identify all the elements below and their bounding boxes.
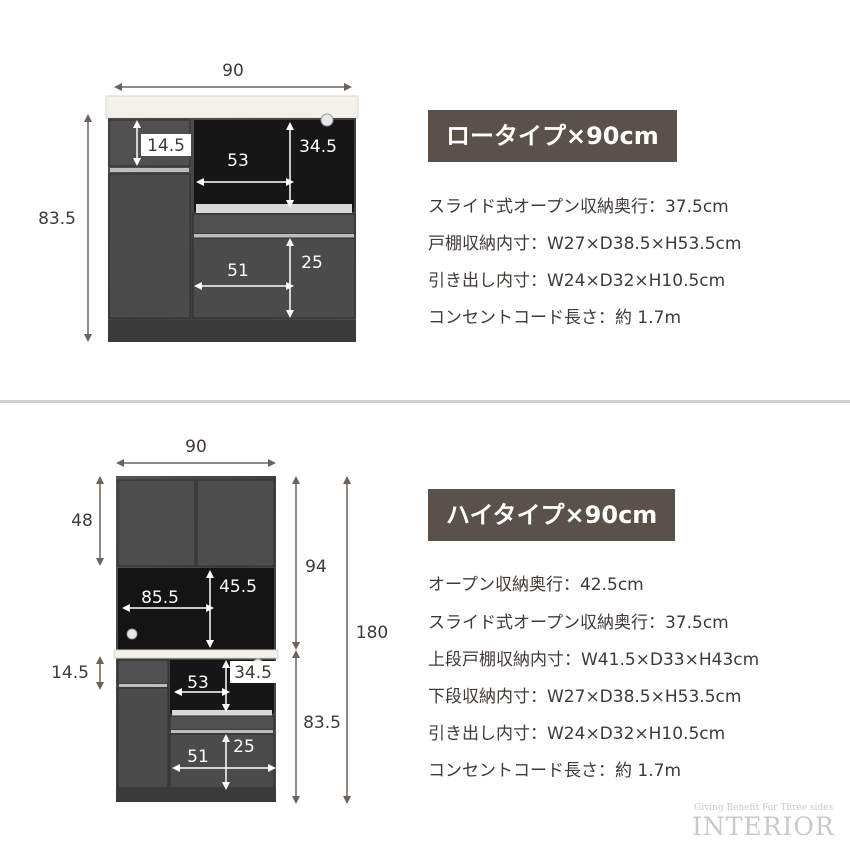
high-spec-2: スライド式オープン収納奥行：37.5cm [428, 613, 729, 633]
low-open-compartment [194, 120, 354, 212]
low-mid-drawer-handle [194, 234, 354, 238]
high-mid-label: 94 [305, 557, 327, 577]
high-s1-label: 14.5 [51, 663, 89, 683]
high-spec-1: オープン収納奥行：42.5cm [428, 575, 644, 595]
low-outlet [320, 113, 334, 127]
high-total-label: 180 [356, 623, 388, 643]
high-lower-label: 83.5 [303, 713, 341, 733]
high-spec-5: 引き出し内寸：W24×D32×H10.5cm [428, 724, 726, 744]
high-bottom-drawer [169, 733, 275, 789]
high-mid-drawer-handle [171, 730, 273, 733]
high-countertop [113, 649, 279, 659]
high-title: ハイタイプ×90cm [428, 489, 676, 541]
low-left-door [108, 173, 191, 319]
low-base [108, 320, 356, 342]
low-spec-3: 引き出し内寸：W24×D32×H10.5cm [428, 271, 726, 291]
low-cabinet [105, 95, 359, 342]
high-mid-drawer [169, 715, 275, 731]
low-width-label: 90 [222, 61, 244, 81]
low-spec-2: 戸棚収納内寸：W27×D38.5×H53.5cm [428, 234, 742, 254]
low-height-label: 83.5 [38, 209, 76, 229]
low-d5-label: 25 [301, 253, 323, 273]
high-left-door [117, 687, 169, 789]
low-mid-drawer [192, 213, 356, 235]
low-bottom-drawer [192, 237, 356, 319]
high-spec-3: 上段戸棚収納内寸：W41.5×D33×H43cm [428, 650, 760, 670]
high-d4-label-bg [230, 661, 276, 683]
high-upper-label: 48 [71, 511, 93, 531]
high-upper-door-right [196, 479, 275, 567]
high-base [116, 788, 276, 802]
high-small-drawer-handle [119, 684, 167, 687]
low-countertop [105, 95, 359, 119]
low-d1-label-bg [141, 134, 191, 156]
low-small-drawer-handle [110, 168, 189, 172]
high-d4-label: 34.5 [234, 663, 272, 683]
high-upper-door-left [117, 479, 196, 567]
high-d6-label: 25 [233, 737, 255, 757]
high-spec-6: コンセントコード長さ：約 1.7m [428, 761, 681, 781]
low-slide-shelf [196, 204, 352, 213]
high-outlet [126, 628, 138, 640]
high-width-label: 90 [185, 437, 207, 457]
brand-tagline: Giving Benefit For Three sides [694, 803, 834, 813]
low-spec-4: コンセントコード長さ：約 1.7m [428, 308, 681, 328]
high-d1-label: 85.5 [141, 588, 179, 608]
low-d2-label: 53 [227, 151, 249, 171]
low-title: ロータイプ×90cm [428, 110, 677, 162]
high-d3-label: 53 [187, 673, 209, 693]
low-d3-label: 34.5 [299, 137, 337, 157]
brand-logo: INTERIOR [692, 812, 835, 841]
low-spec-1: スライド式オープン収納奥行：37.5cm [428, 197, 729, 217]
low-d1-label: 14.5 [147, 136, 185, 156]
section-divider [0, 400, 850, 403]
high-slide-shelf [172, 710, 272, 716]
high-d5-label: 51 [187, 747, 209, 767]
high-small-drawer [117, 659, 169, 685]
low-d4-label: 51 [227, 261, 249, 281]
high-spec-4: 下段収納内寸：W27×D38.5×H53.5cm [428, 687, 742, 707]
high-d2-label: 45.5 [219, 577, 257, 597]
